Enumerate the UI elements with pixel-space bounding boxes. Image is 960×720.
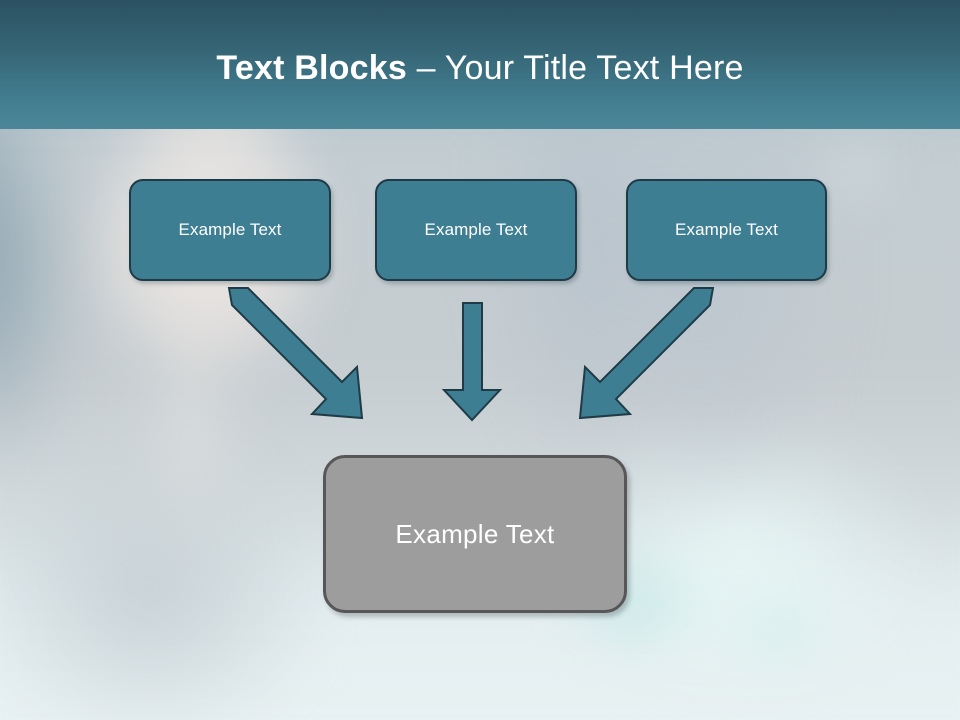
result-block-label: Example Text (395, 519, 555, 549)
title-bar: Text Blocks – Your Title Text Here (0, 0, 960, 129)
text-block-3-label: Example Text (675, 220, 778, 239)
page-title: Text Blocks – Your Title Text Here (0, 48, 960, 88)
text-block-2-label: Example Text (424, 220, 528, 239)
text-block-2[interactable]: Example Text (375, 179, 577, 281)
result-block[interactable]: Example Text (323, 455, 627, 613)
page-title-strong: Text Blocks (216, 49, 407, 87)
text-block-3[interactable]: Example Text (626, 179, 827, 281)
page-title-separator: – (406, 49, 445, 87)
page-title-light: Your Title Text Here (444, 49, 744, 87)
text-block-1-label: Example Text (178, 220, 282, 239)
text-block-1[interactable]: Example Text (129, 179, 331, 281)
